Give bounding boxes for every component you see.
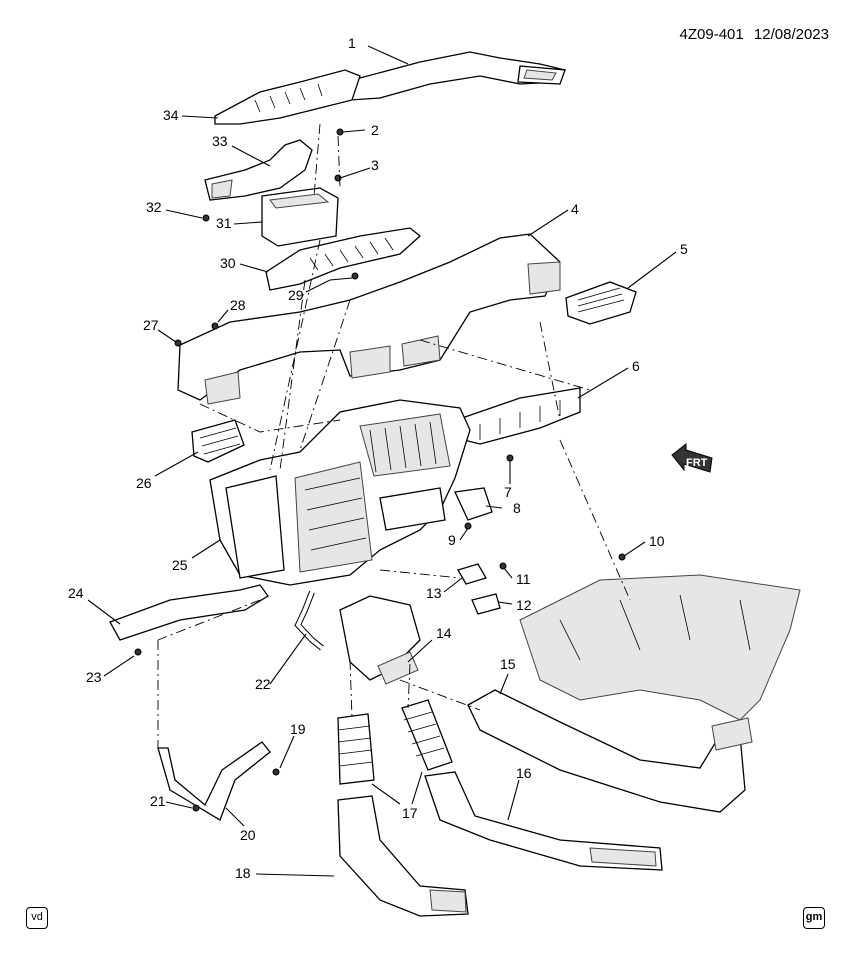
diagram-id: 4Z09-401 <box>679 26 744 43</box>
callout-label: 5 <box>680 241 688 257</box>
callout-label: 11 <box>516 571 531 587</box>
rear-duct-right-part <box>424 771 663 871</box>
callout-label: 33 <box>212 133 228 149</box>
callout-label: 23 <box>86 669 102 685</box>
center-vent-part <box>461 387 581 445</box>
rear-floor-duct-part <box>467 689 753 813</box>
callout-label: 24 <box>68 585 84 601</box>
callout-label: 28 <box>230 297 246 313</box>
floor-duct-left-part <box>109 584 269 641</box>
bellows-right-part <box>401 699 453 771</box>
callout-label: 7 <box>504 484 512 500</box>
callout-label: 20 <box>240 827 256 843</box>
view-badge: vd <box>26 907 48 929</box>
callout-label: 4 <box>571 201 579 217</box>
callout-label: 30 <box>220 255 236 271</box>
bellows-left-part <box>337 713 375 785</box>
callout-label: 8 <box>513 500 521 516</box>
diagram-date: 12/08/2023 <box>753 26 829 43</box>
callout-label: 25 <box>172 557 188 573</box>
callout-label: 9 <box>448 532 456 548</box>
callout-label: 32 <box>146 199 162 215</box>
callout-label: 18 <box>235 865 251 881</box>
callout-label: 3 <box>371 157 379 173</box>
dash-duct-part <box>177 233 561 405</box>
rear-duct-left-part <box>337 795 469 917</box>
callout-label: 12 <box>516 597 532 613</box>
callout-label: 22 <box>255 676 271 692</box>
callout-label: 16 <box>516 765 532 781</box>
callout-label: 15 <box>500 656 516 672</box>
callout-label: 17 <box>402 805 418 821</box>
callout-label: 1 <box>348 35 356 51</box>
callout-label: 6 <box>632 358 640 374</box>
callout-label: 27 <box>143 317 159 333</box>
callout-label: 19 <box>290 721 306 737</box>
callout-label: 21 <box>150 793 166 809</box>
floor-duct-adapter-part <box>339 595 421 685</box>
callout-label: 34 <box>163 107 179 123</box>
callout-label: 14 <box>436 625 452 641</box>
callout-label: 31 <box>216 215 232 231</box>
front-direction-arrow: FRT <box>671 442 713 473</box>
instrument-panel-frame <box>519 574 801 721</box>
brand-badge: gm <box>803 907 825 929</box>
upper-duct-part <box>344 51 567 101</box>
vent-plate-part <box>265 227 422 291</box>
diagram-header: 4Z09-401 12/08/2023 <box>674 26 829 43</box>
leader-lines <box>87 45 677 877</box>
duct-connector-part <box>261 187 339 247</box>
callout-labels: 1 2 3 4 5 6 7 8 9 10 11 12 13 14 15 16 1… <box>68 35 688 881</box>
left-vent-part <box>191 419 245 463</box>
callout-label: 13 <box>426 585 442 601</box>
assembly-lines <box>157 123 631 748</box>
right-outlet-part <box>565 281 637 325</box>
callout-label: 10 <box>649 533 665 549</box>
duct-bracket-part <box>214 69 361 125</box>
drain-hose-part <box>294 590 324 651</box>
side-duct-part <box>204 139 313 201</box>
hvac-module-part <box>209 399 493 586</box>
callout-label: 26 <box>136 475 152 491</box>
front-arrow-label: FRT <box>686 457 708 469</box>
callout-label: 29 <box>288 287 304 303</box>
callout-label: 2 <box>371 122 379 138</box>
floor-bracket-part <box>157 741 271 821</box>
